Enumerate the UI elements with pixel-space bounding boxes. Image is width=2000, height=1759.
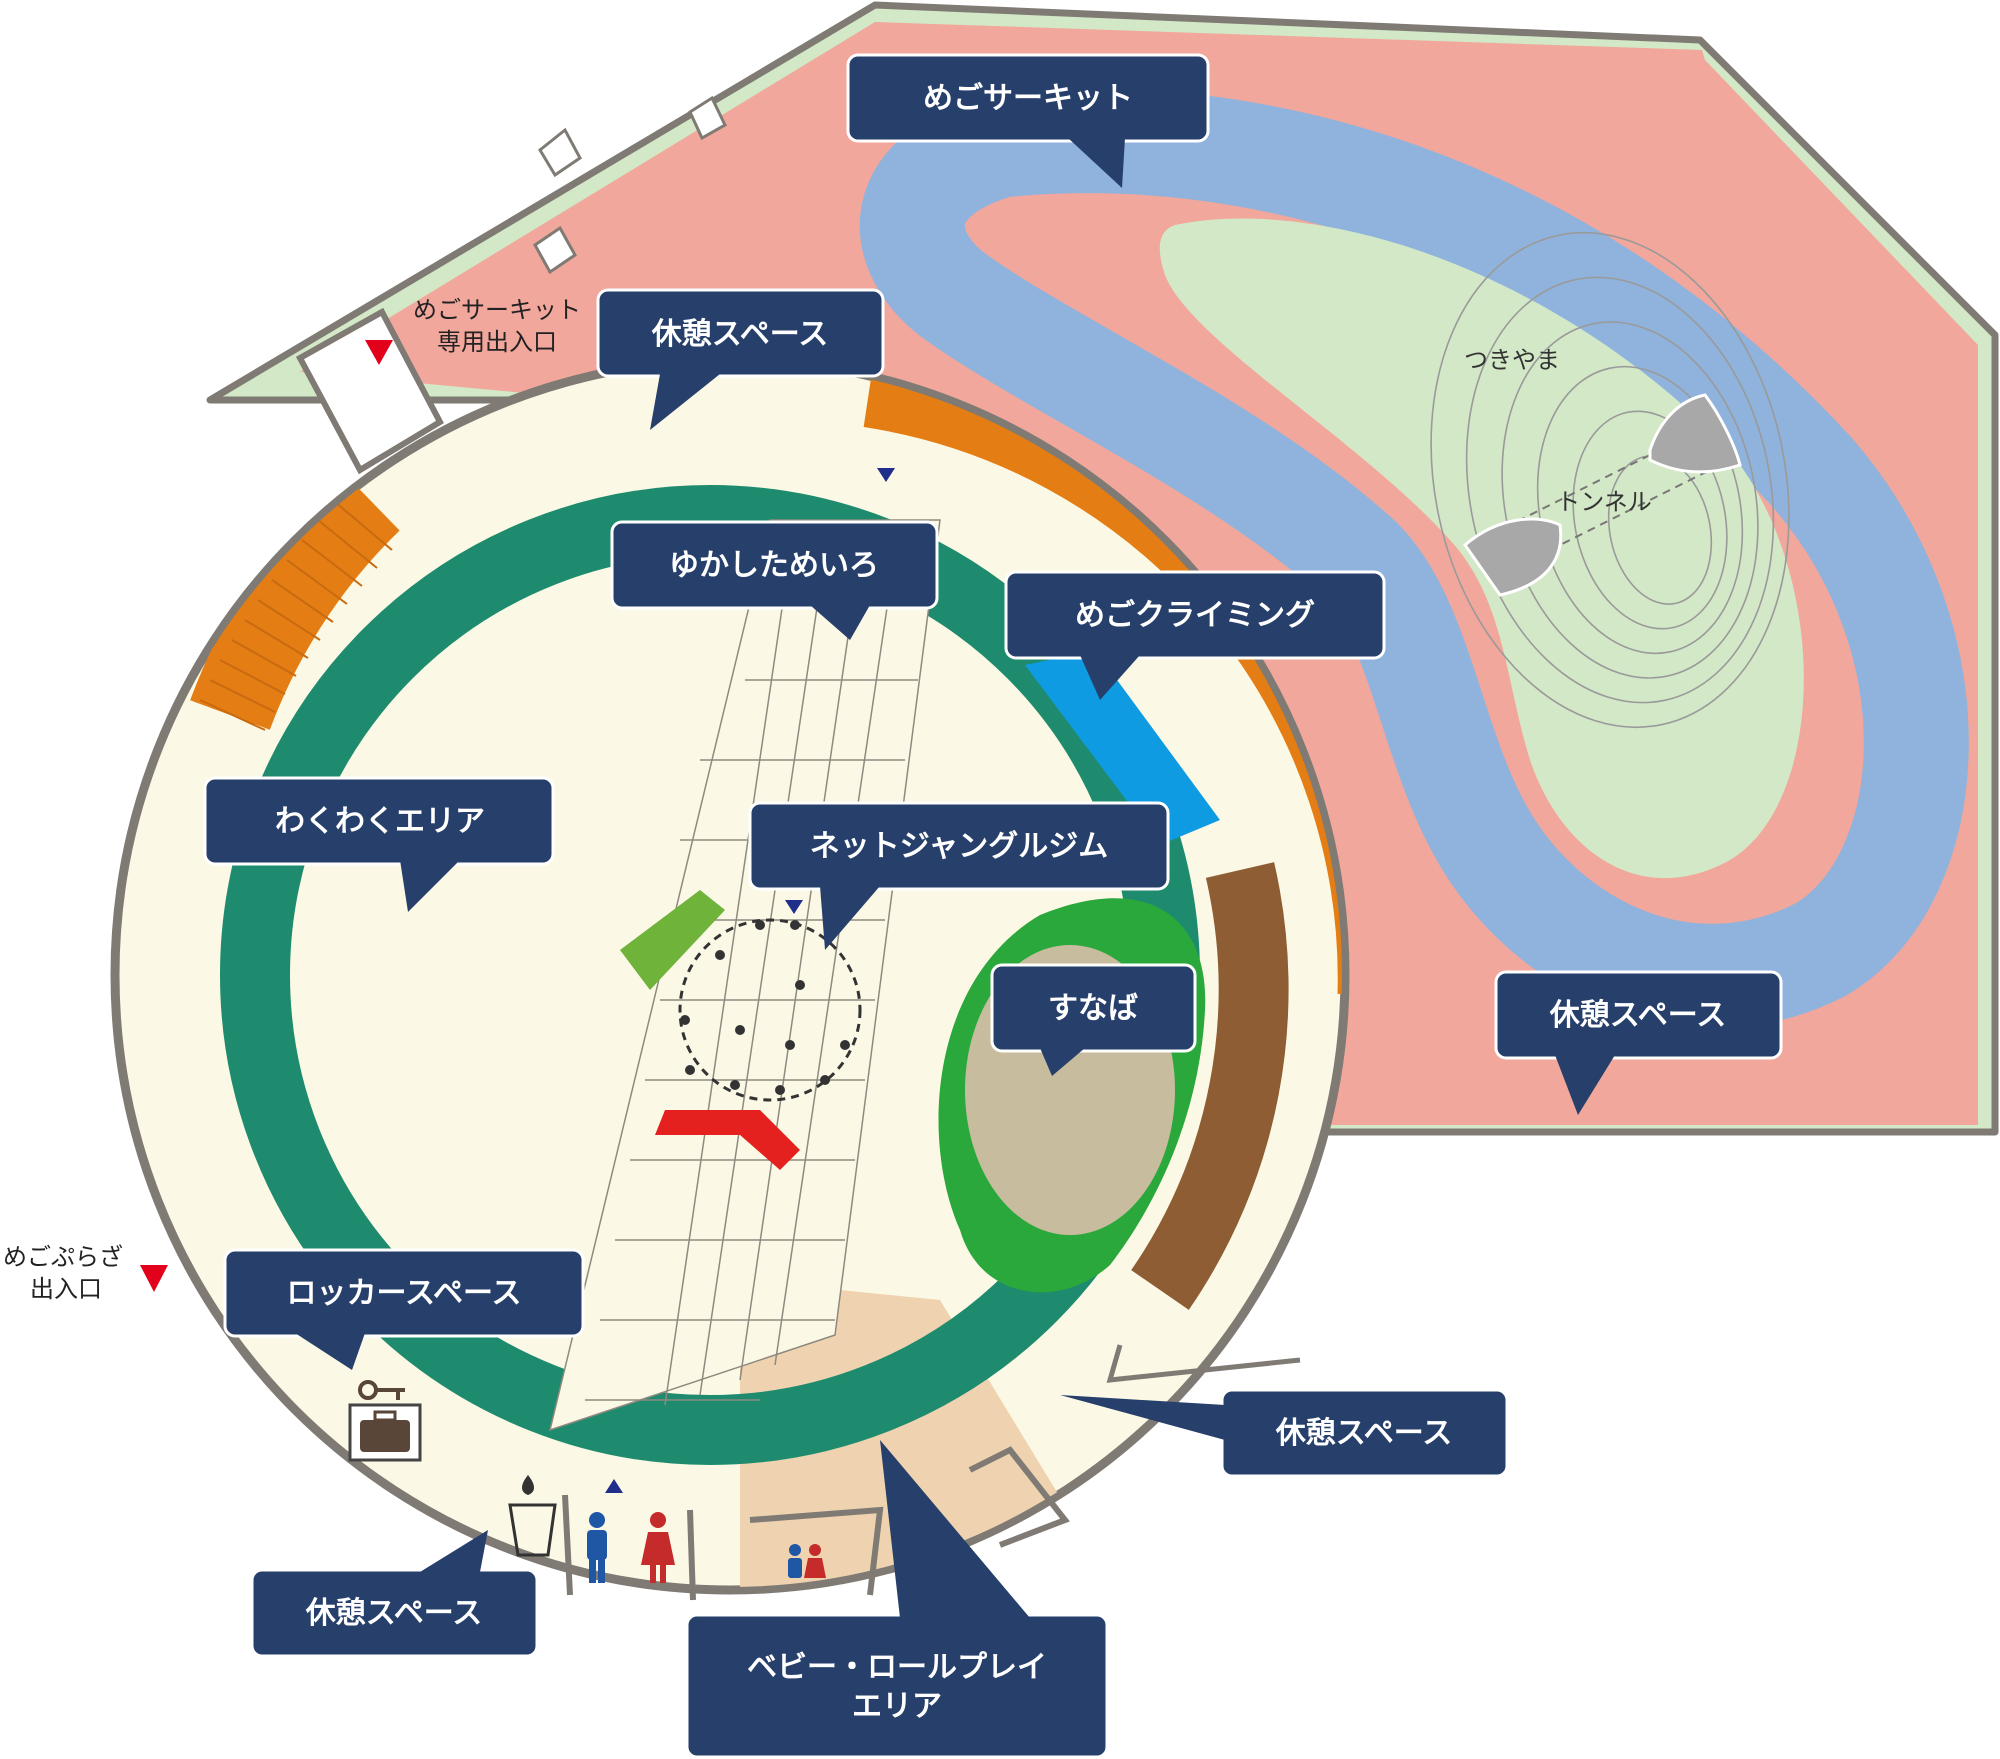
baby-area-label-line2: エリア xyxy=(852,1689,942,1724)
mens-restroom-icon xyxy=(587,1512,607,1583)
plaza-entrance-line1: めごぷらざ xyxy=(3,1243,123,1271)
circuit-entrance-line2: 専用出入口 xyxy=(437,328,557,356)
rest-top-label: 休憩スペース xyxy=(651,317,828,352)
net-gym-posts xyxy=(680,920,850,1095)
tunnel-entrance-left xyxy=(1462,517,1563,597)
climbing-wall xyxy=(1025,650,1220,845)
callout-waku-area[interactable]: わくわくエリア xyxy=(203,776,555,912)
callout-rest-top[interactable]: 休憩スペース xyxy=(596,288,885,430)
climbing-label: めごクライミング xyxy=(1075,598,1315,633)
tunnel-entrance-right xyxy=(1648,393,1742,474)
family-restroom-icon xyxy=(788,1544,826,1578)
building-notch xyxy=(1106,1344,1301,1383)
waku-area-label: わくわくエリア xyxy=(275,804,485,839)
hill-contours xyxy=(1430,231,1790,729)
entrance-marker-icon xyxy=(365,340,393,365)
plaza-entrance-line2: 出入口 xyxy=(30,1275,102,1303)
rest-right-label: 休憩スペース xyxy=(1549,998,1726,1033)
left-stair-lines xyxy=(199,501,393,731)
callout-net-gym[interactable]: ネットジャングルジム xyxy=(748,801,1170,950)
womens-restroom-icon xyxy=(641,1512,675,1583)
circuit-river-track xyxy=(859,88,1969,1029)
sandbox-label: すなば xyxy=(1048,991,1138,1026)
water-fountain-icon xyxy=(508,1475,557,1557)
tunnel-label: トンネル xyxy=(1556,488,1652,516)
stairs-marker-icon xyxy=(605,1479,623,1493)
red-slide xyxy=(655,1110,800,1170)
orange-arc-left xyxy=(190,469,400,731)
callout-sandbox[interactable]: すなば xyxy=(990,963,1197,1076)
circuit-label: めごサーキット xyxy=(923,81,1133,116)
brown-arc xyxy=(1131,862,1289,1310)
callout-floor-maze[interactable]: ゆかしためいろ xyxy=(610,520,939,640)
callout-rest-lower-right[interactable]: 休憩スペース xyxy=(1060,1388,1509,1478)
callout-rest-bottom[interactable]: 休憩スペース xyxy=(250,1530,539,1658)
net-gym-label: ネットジャングルジム xyxy=(810,829,1109,864)
net-gym-circle xyxy=(678,918,862,1102)
plaza-entrance[interactable]: めごぷらざ 出入口 xyxy=(3,1243,168,1303)
key-icon xyxy=(358,1380,405,1400)
callout-climbing[interactable]: めごクライミング xyxy=(1004,570,1386,700)
locker-label: ロッカースペース xyxy=(287,1276,522,1311)
stairs-marker-icon xyxy=(785,900,803,914)
stairs-markers xyxy=(605,468,895,1493)
hill-label: つきやま xyxy=(1464,346,1560,374)
green-slide xyxy=(620,890,725,990)
tunnel-line-top xyxy=(1479,439,1681,541)
floor-maze-label: ゆかしためいろ xyxy=(669,548,879,583)
baby-area-label-line1: ベビー・ロールプレイ xyxy=(747,1650,1047,1685)
circuit-entrance-line1: めごサーキット xyxy=(413,296,581,324)
circuit-entrance[interactable]: めごサーキット 専用出入口 xyxy=(365,296,581,365)
entrance-marker-icon xyxy=(140,1265,168,1292)
locker-icon xyxy=(348,1403,422,1462)
circuit-entrance-passage xyxy=(295,307,444,475)
callout-circuit[interactable]: めごサーキット xyxy=(846,53,1210,188)
callout-rest-right[interactable]: 休憩スペース xyxy=(1494,970,1783,1115)
callout-baby-area[interactable]: ベビー・ロールプレイ エリア xyxy=(685,1440,1109,1759)
callout-locker[interactable]: ロッカースペース xyxy=(223,1248,585,1370)
rest-bottom-label: 休憩スペース xyxy=(305,1596,482,1631)
rest-lower-right-label: 休憩スペース xyxy=(1275,1416,1452,1451)
stairs-marker-icon xyxy=(877,468,895,482)
